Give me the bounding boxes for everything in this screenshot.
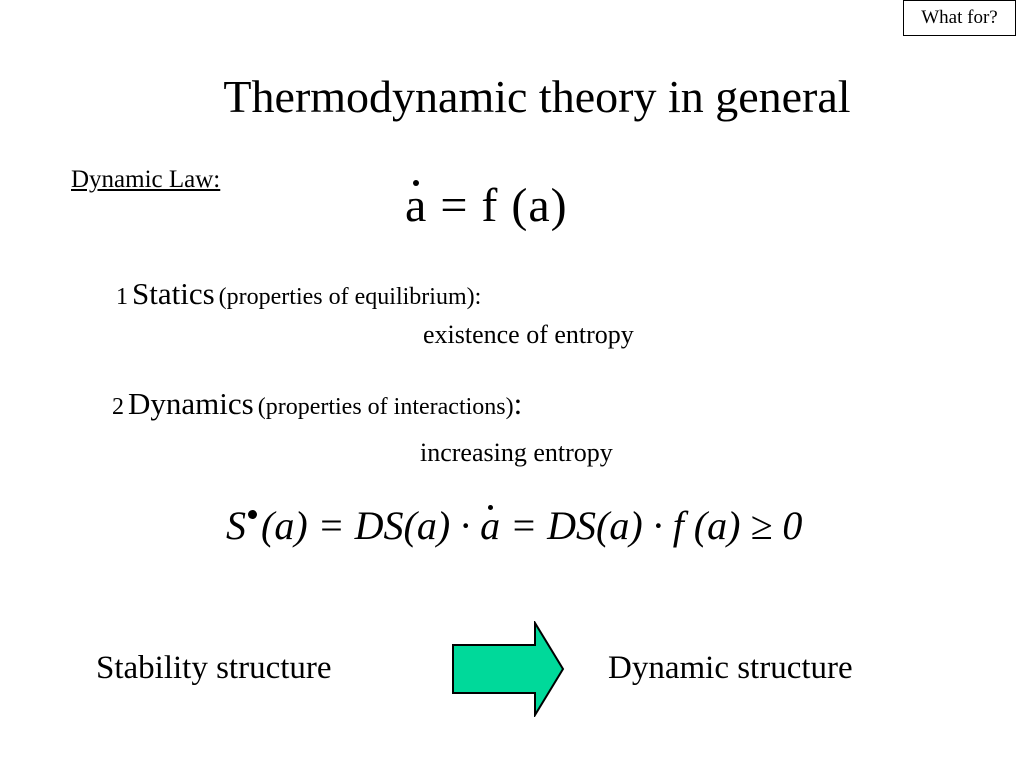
item-colon: : xyxy=(513,386,523,421)
a-dot-symbol: a xyxy=(405,179,428,232)
item-number: 1 xyxy=(116,284,128,310)
right-arrow-icon xyxy=(452,621,565,717)
entropy-symbol: S xyxy=(226,503,246,548)
formula-part-1: (a) = DS(a) · xyxy=(261,503,481,548)
entropy-production-formula: S (a) = DS(a) · a = DS(a) · f (a) ≥ 0 xyxy=(226,498,802,554)
time-derivative-dot xyxy=(488,505,494,510)
dynamic-law-formula: a = f (a) xyxy=(405,176,568,236)
dynamics-result: increasing entropy xyxy=(420,438,613,467)
dynamic-structure-label: Dynamic structure xyxy=(608,650,853,686)
formula-rhs: f (a) xyxy=(481,179,568,232)
item-description: (properties of equilibrium): xyxy=(218,284,482,310)
dynamic-law-label: Dynamic Law: xyxy=(71,166,221,193)
statics-item: 1 Statics (properties of equilibrium): xyxy=(116,276,481,312)
equals-sign: = xyxy=(440,179,469,232)
item-description: (properties of interactions) xyxy=(257,394,514,420)
item-number: 2 xyxy=(112,394,124,420)
dynamics-item: 2 Dynamics (properties of interactions): xyxy=(112,386,522,422)
item-heading: Dynamics xyxy=(128,386,254,421)
formula-part-2: = DS(a) · f (a) ≥ 0 xyxy=(500,503,803,548)
what-for-button[interactable]: What for? xyxy=(903,0,1016,36)
bullet-dot xyxy=(248,510,257,519)
time-derivative-dot xyxy=(413,180,420,186)
item-heading: Statics xyxy=(132,276,215,311)
slide-title: Thermodynamic theory in general xyxy=(223,71,851,122)
statics-result: existence of entropy xyxy=(423,320,634,349)
stability-structure-label: Stability structure xyxy=(96,650,332,686)
a-dot-symbol: a xyxy=(480,503,501,548)
